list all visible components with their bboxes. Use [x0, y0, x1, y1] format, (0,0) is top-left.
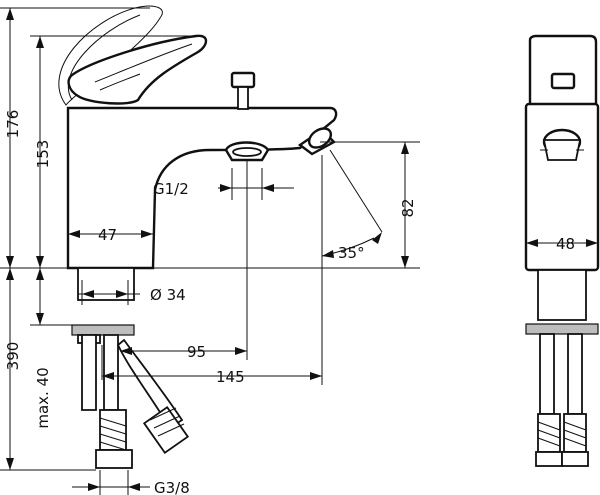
dimension-lines — [0, 7, 598, 495]
mixer-body — [66, 106, 338, 270]
dim-153: 153 — [34, 140, 52, 169]
front-view — [524, 34, 600, 467]
front-handle — [528, 34, 598, 108]
front-hoses — [535, 333, 589, 467]
dim-47: 47 — [98, 226, 117, 244]
dim-176: 176 — [4, 110, 22, 139]
dim-95: 95 — [187, 343, 206, 361]
supply-hoses — [81, 334, 190, 469]
dim-max40: max. 40 — [34, 367, 52, 428]
dim-390: 390 — [4, 342, 22, 371]
dim-145: 145 — [216, 368, 245, 386]
diverter-knob — [230, 71, 256, 89]
lever-handle — [67, 34, 208, 105]
dim-angle: 35° — [338, 244, 365, 262]
spout-nozzle — [297, 127, 336, 156]
dim-diameter: Ø 34 — [150, 286, 186, 304]
dim-g38: G3/8 — [154, 479, 190, 495]
dim-82: 82 — [399, 198, 417, 217]
dim-g12: G1/2 — [153, 180, 189, 198]
dim-48: 48 — [556, 235, 575, 253]
side-view — [58, 5, 338, 469]
dimension-labels: 176 153 390 max. 40 82 47 G1/2 Ø 34 48 9… — [4, 110, 575, 495]
